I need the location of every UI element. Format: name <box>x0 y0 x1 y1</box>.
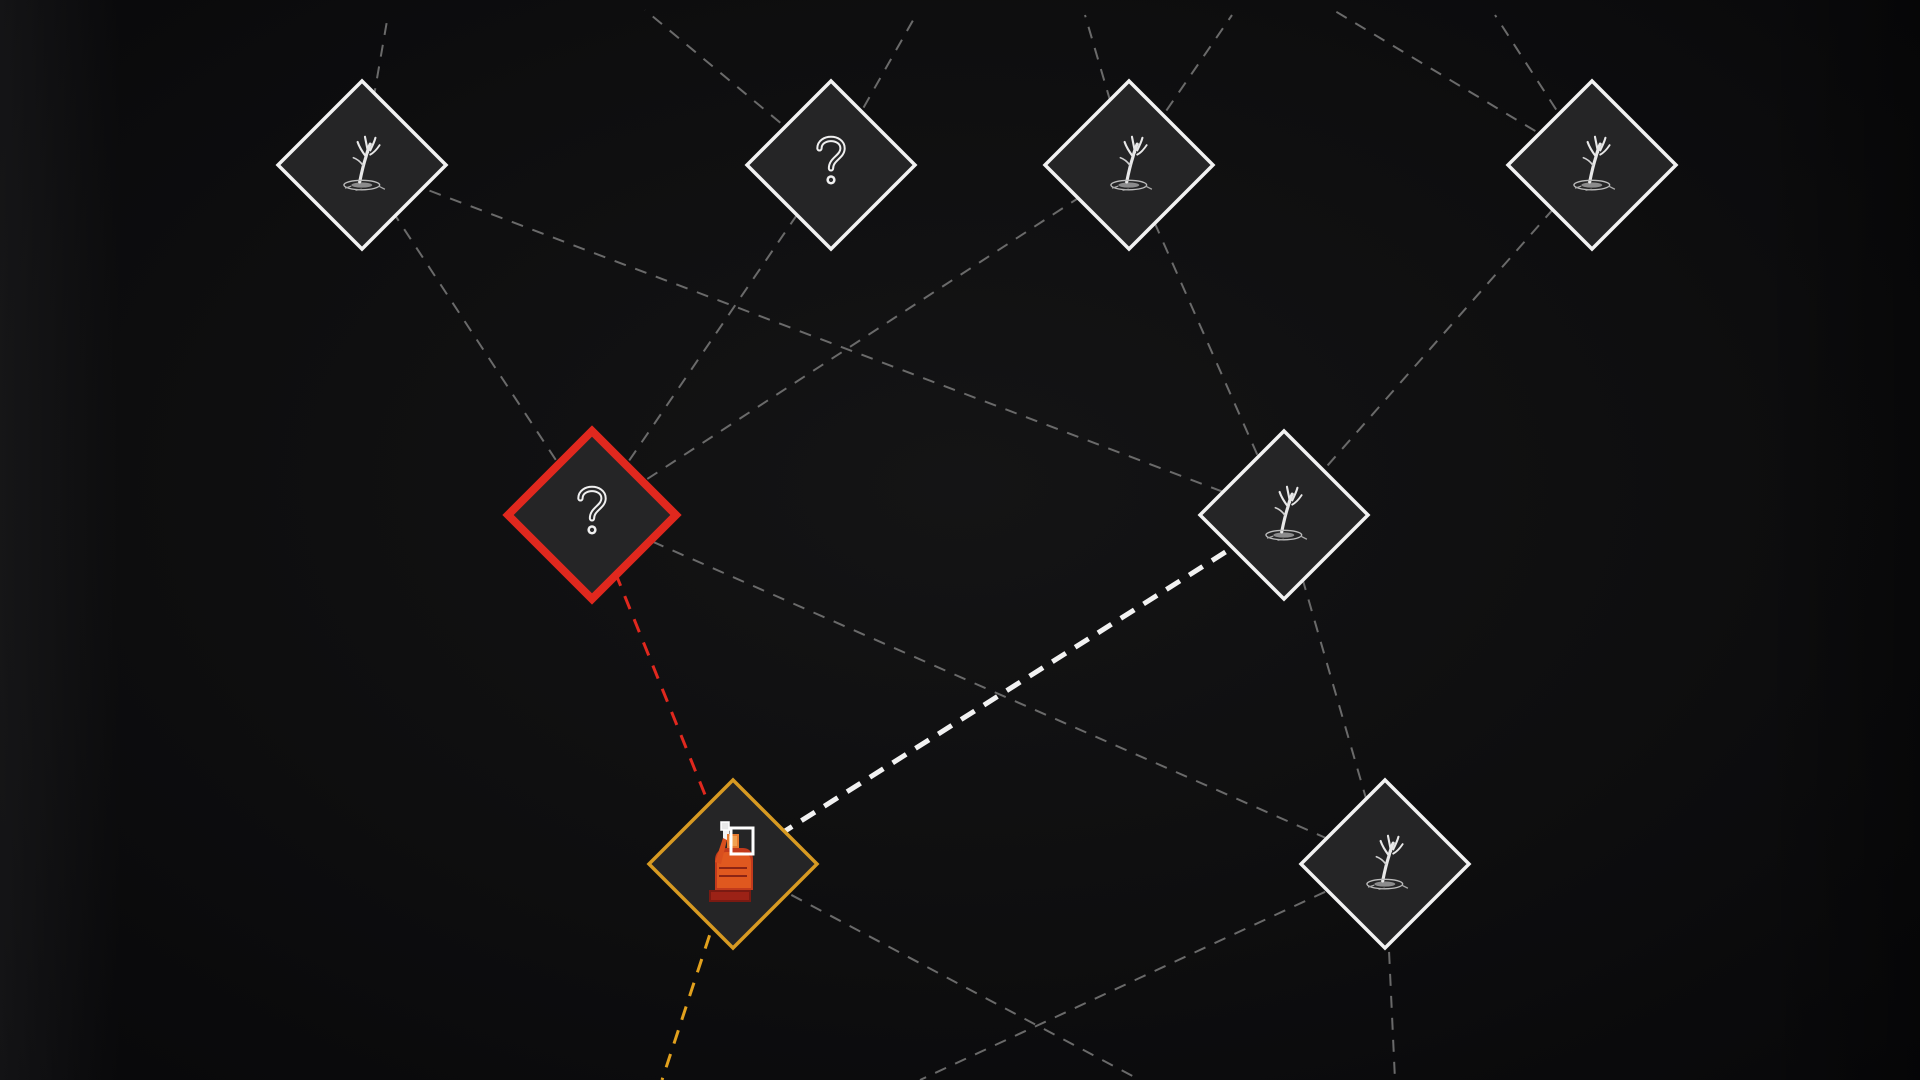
map-node-hand-5[interactable] <box>1298 777 1472 951</box>
map-node-unknown-1[interactable] <box>744 78 918 252</box>
route-path-dim-n8-bottom-left-2 <box>919 863 1386 1080</box>
route-path-dim-n5-n3 <box>591 164 1130 516</box>
route-path-dim-n6-n1 <box>361 164 1285 516</box>
route-path-dim-n5-n1 <box>361 164 593 516</box>
route-path-dim-n2-top-2 <box>644 9 832 166</box>
map-node-hand-2[interactable] <box>1042 78 1216 252</box>
map-node-hand-4[interactable] <box>1197 428 1371 602</box>
map-node-hand-1[interactable] <box>275 78 449 252</box>
route-path-available-n7-n6 <box>731 512 1286 867</box>
route-path-dim-n5-n2 <box>591 164 832 516</box>
map-node-current-player <box>646 777 820 951</box>
map-node-hand-3[interactable] <box>1505 78 1679 252</box>
route-nodes <box>275 78 1679 951</box>
route-path-dim-n7-bottom-right <box>732 863 1141 1080</box>
route-path-dim-n6-n4 <box>1283 164 1593 516</box>
route-path-dim-n6-n8 <box>1283 514 1386 865</box>
map-node-unknown-selected[interactable] <box>502 425 682 605</box>
route-path-dim-n8-bottom-center <box>1384 863 1396 1080</box>
